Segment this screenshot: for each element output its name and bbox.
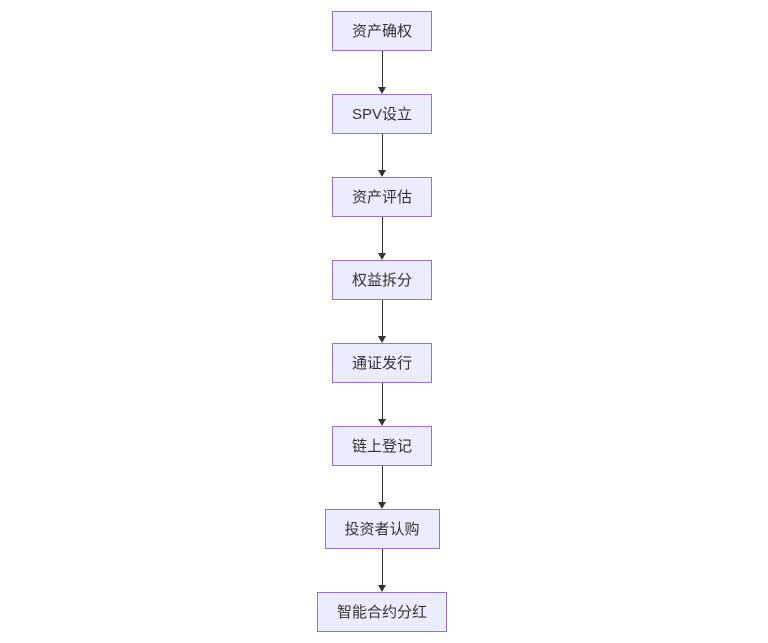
arrowhead-icon — [377, 502, 386, 509]
flow-node-label: 投资者认购 — [344, 520, 420, 538]
flow-node-investor-subscription: 投资者认购 — [324, 509, 440, 549]
down-arrow — [377, 466, 386, 509]
flow-node-equity-split: 权益拆分 — [331, 260, 433, 300]
down-arrow — [377, 383, 386, 426]
down-arrow — [377, 51, 386, 94]
arrowhead-icon — [377, 170, 386, 177]
down-arrow — [377, 134, 386, 177]
flow-node-label: 智能合约分红 — [336, 603, 428, 621]
flow-node-token-issuance: 通证发行 — [331, 343, 433, 383]
flow-node-onchain-registration: 链上登记 — [331, 426, 433, 466]
arrow-line — [381, 383, 383, 419]
flow-node-label: 资产确权 — [351, 22, 413, 40]
arrowhead-icon — [377, 585, 386, 592]
arrow-line — [381, 134, 383, 170]
arrowhead-icon — [377, 419, 386, 426]
arrowhead-icon — [377, 253, 386, 260]
down-arrow — [377, 300, 386, 343]
arrow-line — [381, 51, 383, 87]
arrowhead-icon — [377, 336, 386, 343]
flow-node-label: SPV设立 — [351, 105, 413, 123]
flow-node-label: 资产评估 — [351, 188, 413, 206]
flow-node-label: 权益拆分 — [351, 271, 413, 289]
flow-node-spv-setup: SPV设立 — [331, 94, 433, 134]
flow-node-asset-valuation: 资产评估 — [331, 177, 433, 217]
down-arrow — [377, 549, 386, 592]
arrow-line — [381, 217, 383, 253]
arrow-line — [381, 300, 383, 336]
flow-node-label: 链上登记 — [351, 437, 413, 455]
flowchart-column: 资产确权 SPV设立 资产评估 权益拆分 通证发行 — [316, 0, 448, 632]
arrow-line — [381, 466, 383, 502]
flow-node-label: 通证发行 — [351, 354, 413, 372]
arrow-line — [381, 549, 383, 585]
down-arrow — [377, 217, 386, 260]
arrowhead-icon — [377, 87, 386, 94]
flow-node-asset-confirmation: 资产确权 — [331, 11, 433, 51]
flow-node-smart-contract-dividend: 智能合约分红 — [316, 592, 448, 632]
